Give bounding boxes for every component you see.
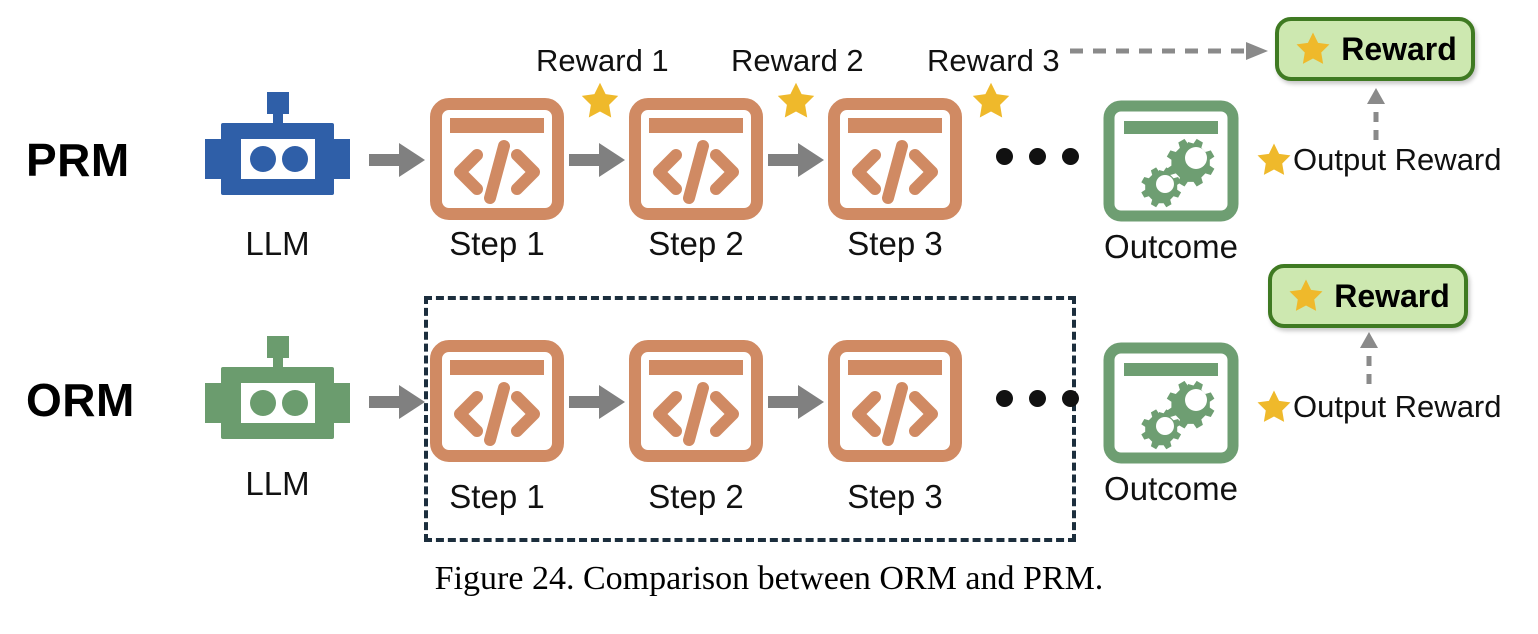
step-label-prm-1: Step 1: [449, 225, 545, 262]
step-icon-orm-3: [828, 340, 962, 462]
llm-robot-prm: [205, 92, 350, 214]
star-icon-prm-2: [774, 80, 818, 122]
reward-label-prm-3: Reward 3: [927, 43, 1060, 78]
star-icon-output-reward-orm: [1254, 388, 1294, 426]
step-icon-orm-2: [629, 340, 763, 462]
arrow-right-icon-prm-1: [569, 143, 625, 177]
outcome-caption-prm: Outcome: [1104, 228, 1238, 265]
step-icon-prm-1: [430, 98, 564, 220]
row-label-prm: PRM: [26, 134, 130, 186]
step-icon-orm-1: [430, 340, 564, 462]
star-icon-reward-box-orm: [1286, 277, 1326, 315]
step-icon-prm-3: [828, 98, 962, 220]
llm-robot-orm: [205, 336, 350, 458]
dashed-arrow-up-icon-prm: [1365, 88, 1387, 140]
arrow-right-icon-orm-0: [369, 385, 425, 419]
step-label-orm-3: Step 3: [847, 478, 943, 515]
arrow-right-icon-orm-1: [569, 385, 625, 419]
figure-caption: Figure 24. Comparison between ORM and PR…: [434, 560, 1104, 597]
reward-box-orm[interactable]: Reward: [1268, 264, 1468, 328]
reward-label-prm-1: Reward 1: [536, 43, 669, 78]
outcome-icon-prm: [1103, 100, 1239, 222]
llm-caption-orm: LLM: [245, 465, 310, 502]
orm-group-box: [424, 296, 1076, 542]
dashed-arrow-up-icon-orm: [1358, 332, 1380, 384]
step-label-orm-2: Step 2: [648, 478, 744, 515]
reward-box-prm[interactable]: Reward: [1275, 17, 1475, 81]
step-label-prm-2: Step 2: [648, 225, 744, 262]
star-icon-output-reward-prm: [1254, 141, 1294, 179]
star-icon-prm-3: [969, 80, 1013, 122]
arrow-right-icon-orm-2: [768, 385, 824, 419]
reward-label-prm-2: Reward 2: [731, 43, 864, 78]
dashed-arrow-right-icon-prm: [1070, 40, 1270, 62]
row-label-orm: ORM: [26, 374, 135, 426]
step-label-orm-1: Step 1: [449, 478, 545, 515]
star-icon-prm-1: [578, 80, 622, 122]
arrow-right-icon-prm-0: [369, 143, 425, 177]
output-reward-label-orm: Output Reward: [1293, 389, 1502, 424]
output-reward-label-prm: Output Reward: [1293, 142, 1502, 177]
arrow-right-icon-prm-2: [768, 143, 824, 177]
outcome-caption-orm: Outcome: [1104, 470, 1238, 507]
outcome-icon-orm: [1103, 342, 1239, 464]
reward-box-label-prm: Reward: [1341, 30, 1457, 67]
step-label-prm-3: Step 3: [847, 225, 943, 262]
step-icon-prm-2: [629, 98, 763, 220]
star-icon-reward-box-prm: [1293, 30, 1333, 68]
llm-caption-prm: LLM: [245, 225, 310, 262]
reward-box-label-orm: Reward: [1334, 277, 1450, 314]
ellipsis-prm: [996, 148, 1079, 165]
ellipsis-orm: [996, 390, 1079, 407]
